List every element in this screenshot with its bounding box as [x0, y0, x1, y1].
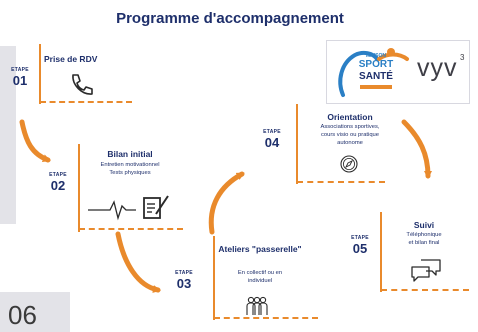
etape-01: ETAPE 01 [6, 67, 34, 88]
page-number-box [0, 292, 70, 332]
compass-icon [340, 155, 358, 173]
etape-04-label: ETAPE [263, 129, 281, 135]
maison-sport-sante-logo [338, 48, 409, 97]
step-02-vertical-line [78, 144, 80, 232]
step-01-dashed-line [40, 101, 132, 103]
etape-04-number: 04 [264, 135, 280, 150]
etape-03: ETAPE 03 [170, 270, 198, 291]
step-04-subtitle: Associations sportives, cours visio ou p… [320, 124, 380, 146]
phone-icon [72, 74, 93, 95]
group-icon [246, 296, 268, 315]
step-03-title: Ateliers "passerelle" [218, 244, 302, 254]
etape-03-number: 03 [176, 276, 192, 291]
heartbeat-icon [88, 195, 169, 221]
step-01-vertical-line [39, 44, 41, 104]
logo-maison-text: MAISON [366, 53, 386, 59]
logo-box: MAISON SPORT SANTÉ vyv 3 [326, 40, 470, 104]
step-05-vertical-line [380, 212, 382, 292]
etape-05-label: ETAPE [351, 235, 369, 241]
logo-sante-text: SANTÉ [359, 71, 393, 82]
step-02-dashed-line [79, 228, 183, 230]
step-04-dashed-line [297, 181, 385, 183]
chat-icon [411, 259, 441, 282]
etape-02-number: 02 [50, 178, 66, 193]
step-03-vertical-line [213, 236, 215, 320]
arrow-02-to-03 [115, 231, 161, 293]
arrow-03-to-04 [208, 171, 245, 235]
left-gray-panel [0, 46, 16, 224]
step-02-subtitle: Entretien motivationnel Tests physiques [100, 162, 160, 176]
page-number: 06 [8, 300, 37, 330]
etape-03-label: ETAPE [175, 270, 193, 276]
logo-sport-text: SPORT [358, 59, 394, 70]
etape-04: ETAPE 04 [258, 129, 286, 150]
step-05-subtitle: Téléphonique et bilan final [406, 232, 442, 246]
vyv-logo-text: vyv [417, 54, 458, 82]
step-01-title: Prise de RDV [44, 54, 98, 64]
etape-05-number: 05 [352, 241, 368, 256]
vyv-logo-superscript: 3 [460, 53, 465, 62]
step-04-vertical-line [296, 104, 298, 184]
step-05-dashed-line [381, 289, 469, 291]
etape-01-label: ETAPE [11, 67, 29, 73]
etape-01-number: 01 [12, 73, 28, 88]
arrow-04-to-05 [401, 119, 432, 179]
step-02-title: Bilan initial [107, 149, 153, 159]
step-04-title: Orientation [327, 112, 373, 122]
step-03-subtitle: En collectif ou en individuel [237, 270, 283, 284]
step-05-title: Suivi [413, 220, 435, 230]
etape-02: ETAPE 02 [44, 172, 72, 193]
etape-05: ETAPE 05 [346, 235, 374, 256]
page-title: Programme d'accompagnement [116, 10, 344, 27]
etape-02-label: ETAPE [49, 172, 67, 178]
step-03-dashed-line [214, 317, 318, 319]
arrow-01-to-02 [19, 119, 51, 163]
logo-orange-bar [360, 85, 392, 89]
